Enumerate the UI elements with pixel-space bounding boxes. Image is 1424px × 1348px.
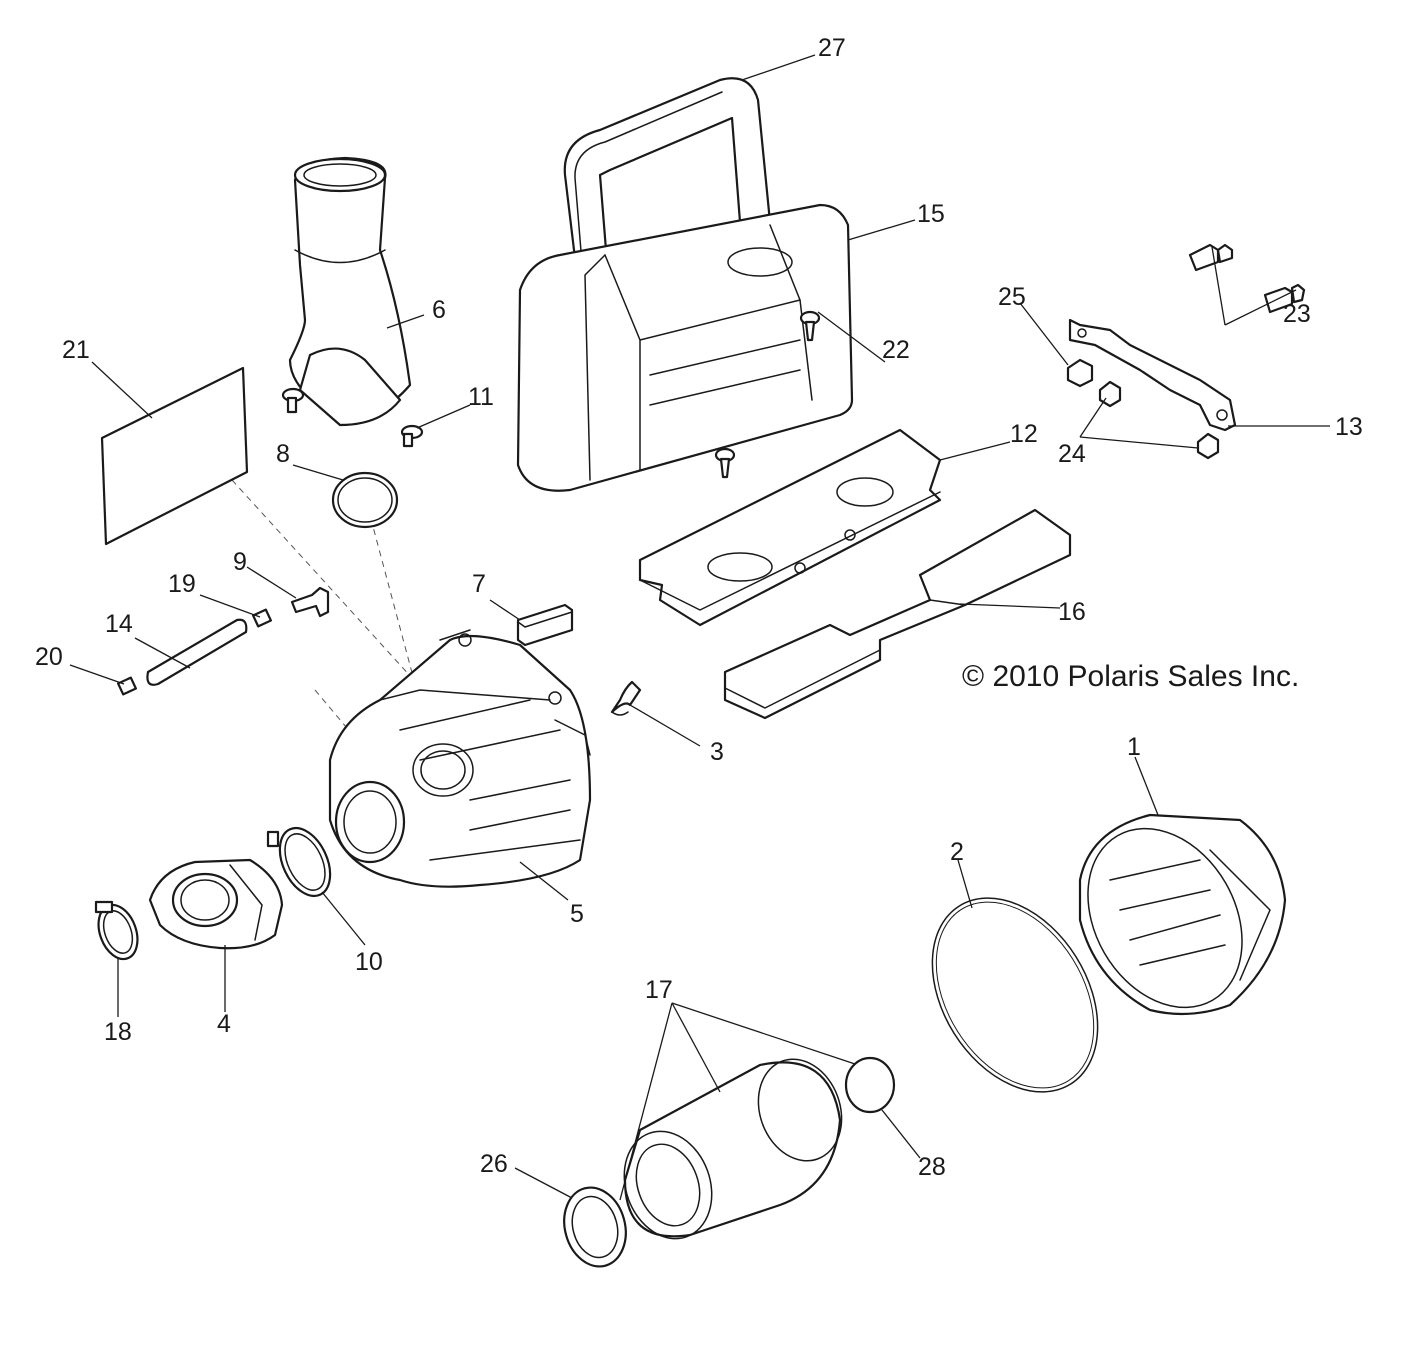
callout-19: 19	[168, 570, 196, 598]
part-11-screws	[281, 387, 424, 448]
callout-4: 4	[217, 1010, 231, 1038]
callout-28: 28	[918, 1153, 946, 1181]
part-9-elbow-fitting	[290, 586, 330, 618]
callout-15: 15	[917, 200, 945, 228]
part-22-push-rivets	[714, 310, 821, 479]
part-7-foam-block	[516, 603, 574, 647]
part-8-seal-ring	[331, 471, 399, 529]
part-4-intake-boot	[148, 858, 284, 950]
part-18-hose-clamp	[94, 900, 139, 961]
part-26-filter-ring	[563, 1186, 627, 1268]
part-13-bracket	[1068, 318, 1237, 432]
part-28-filter-cap	[844, 1056, 896, 1114]
callout-2: 2	[950, 838, 964, 866]
part-3-clip-connector	[610, 680, 642, 716]
part-6-intake-duct	[288, 156, 412, 427]
part-21-decal	[100, 366, 249, 546]
callout-7: 7	[472, 570, 486, 598]
callout-8: 8	[276, 440, 290, 468]
part-17-air-filter	[623, 1058, 843, 1240]
part-23-bolts	[1188, 243, 1306, 314]
callout-17: 17	[645, 976, 673, 1004]
callout-23: 23	[1283, 300, 1311, 328]
callout-22: 22	[882, 336, 910, 364]
callout-labels: 27 15 6 21 22 11 8 12 25 23 13 24 16 7 1…	[35, 34, 1363, 1181]
callout-20: 20	[35, 643, 63, 671]
part-14-hose	[146, 618, 248, 686]
callout-26: 26	[480, 1150, 508, 1178]
part-10-hose-clamp	[266, 826, 332, 898]
callout-21: 21	[62, 336, 90, 364]
part-5-airbox-housing	[328, 629, 592, 888]
callout-18: 18	[104, 1018, 132, 1046]
callout-3: 3	[710, 738, 724, 766]
callout-27: 27	[818, 34, 846, 62]
callout-13: 13	[1335, 413, 1363, 441]
callout-10: 10	[355, 948, 383, 976]
part-20-clamp	[117, 676, 137, 696]
callout-11: 11	[468, 383, 494, 411]
leader-lines	[69, 54, 1330, 1201]
part-12-foam-pad	[638, 428, 942, 627]
part-19-clamp	[252, 608, 272, 628]
callout-25: 25	[998, 283, 1026, 311]
callout-5: 5	[570, 900, 584, 928]
part-2-o-ring	[931, 897, 1099, 1093]
part-25-nut	[1066, 358, 1094, 388]
callout-16: 16	[1058, 598, 1086, 626]
callout-24: 24	[1058, 440, 1086, 468]
callout-9: 9	[233, 548, 247, 576]
callout-12: 12	[1010, 420, 1038, 448]
part-16-foam-strip	[723, 508, 1072, 720]
callout-14: 14	[105, 610, 133, 638]
part-1-airbox-cover	[1078, 813, 1287, 1016]
callout-6: 6	[432, 296, 446, 324]
copyright-notice: © 2010 Polaris Sales Inc.	[962, 660, 1299, 693]
part-15-front-cover	[516, 203, 854, 492]
callout-1: 1	[1127, 733, 1141, 761]
